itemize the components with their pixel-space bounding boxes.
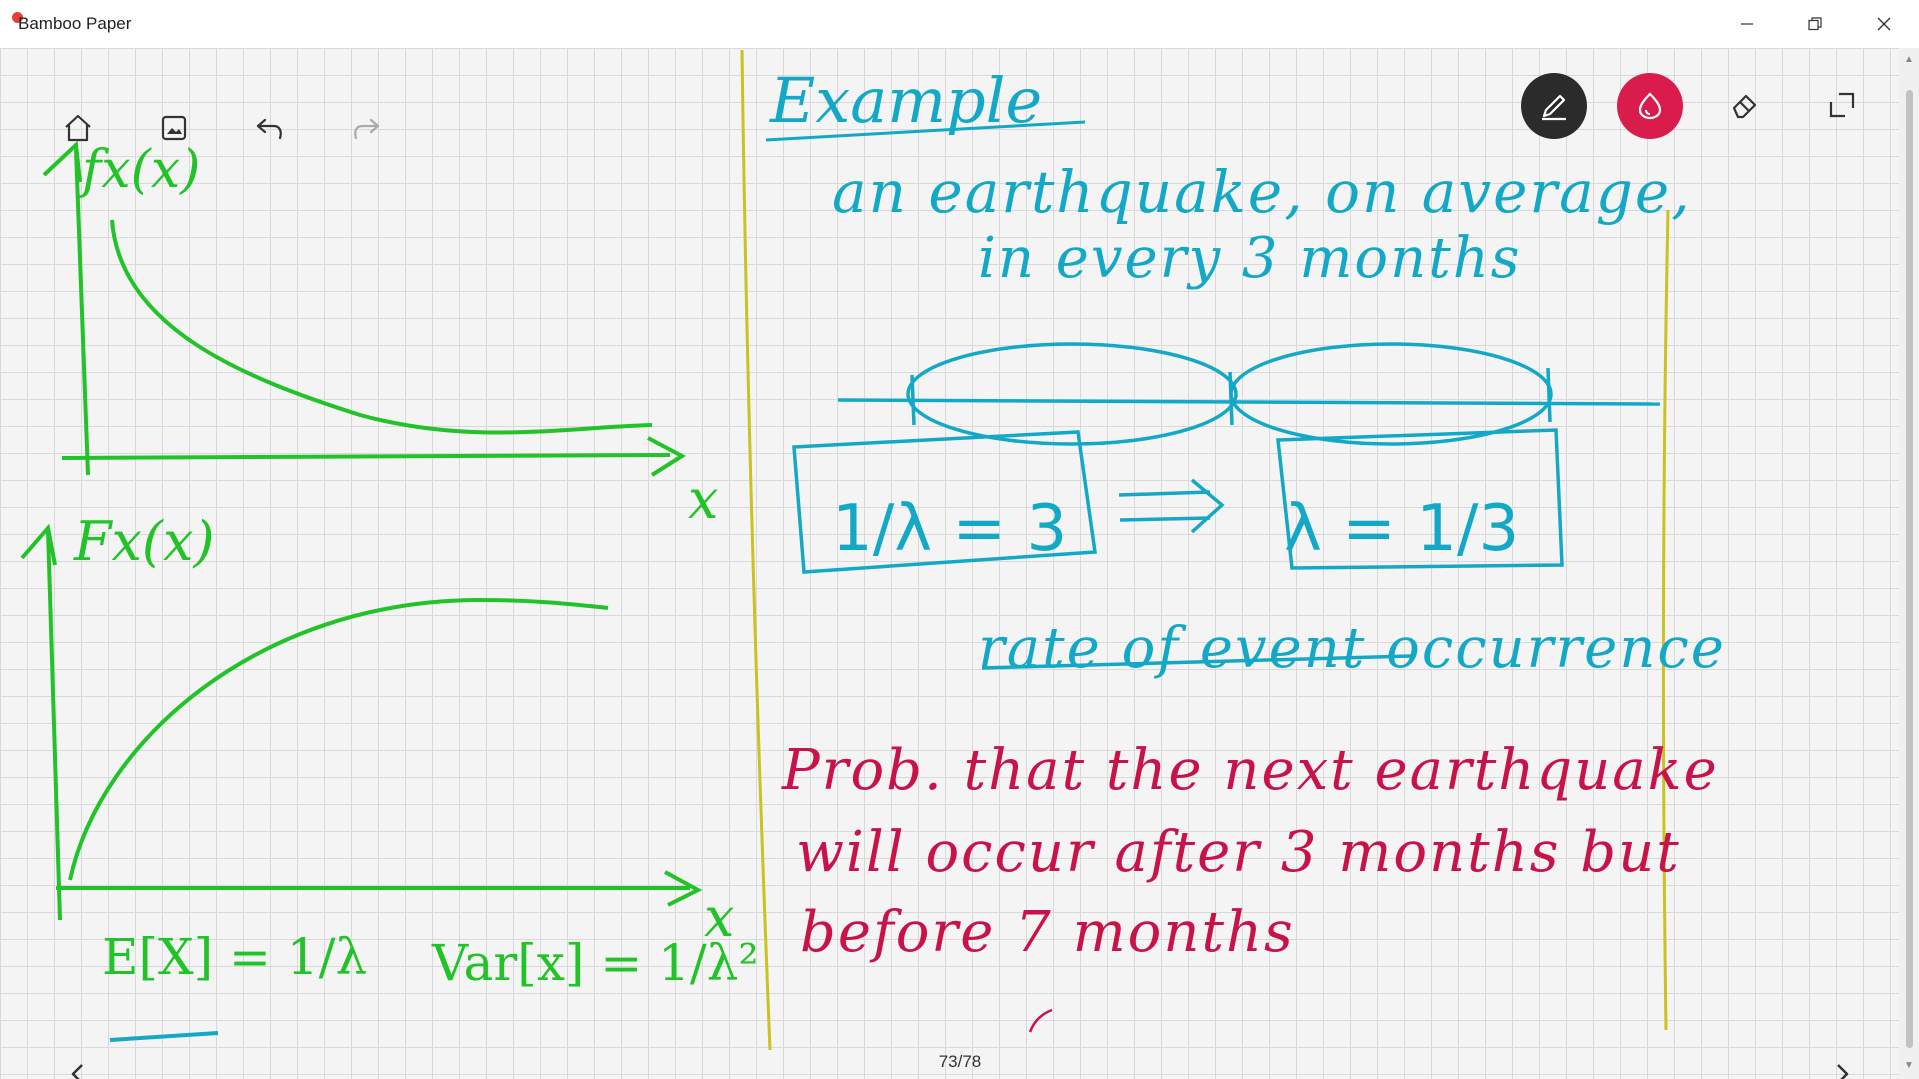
home-button[interactable] [54,104,102,152]
app-icon [12,12,23,23]
vertical-scrollbar[interactable]: ▲ ▼ [1899,48,1919,1079]
variance-formula: Var[x] = 1/λ² [432,934,759,992]
eraser-button[interactable] [1721,81,1769,129]
heading-underline [765,120,1086,142]
window-title: Bamboo Paper [18,14,132,33]
fullscreen-button[interactable] [1818,81,1866,129]
restore-icon [1808,17,1822,31]
scroll-down-icon[interactable]: ▼ [1904,1060,1914,1071]
minimize-icon [1741,23,1753,25]
minimize-button[interactable] [1713,0,1781,48]
prob-line-2: will occur after 3 months but [796,820,1681,885]
next-page-button[interactable] [1822,1054,1862,1079]
formula-boxes [792,428,1564,574]
page-counter: 73/78 [938,1052,982,1071]
page-divider-right [1661,209,1670,1031]
example-line-1: an earthquake, on average, [832,158,1692,226]
undo-arrow-icon [256,118,282,140]
page-divider-left [740,49,772,1051]
timeline-diagram [837,342,1661,446]
pen-tool-button[interactable] [1521,73,1587,139]
image-icon [161,115,187,141]
chevron-right-icon [1837,1064,1849,1079]
example-line-2: in every 3 months [978,226,1522,291]
ink-drop-icon [1638,92,1662,120]
pdf-label: fx(x) [82,140,201,200]
scroll-thumb[interactable] [1906,90,1913,1048]
cdf-axis-label: x [704,886,735,949]
scroll-up-icon[interactable]: ▲ [1904,54,1914,65]
close-icon [1877,17,1891,31]
eraser-icon [1732,94,1757,119]
box-left-formula: 1/λ = 3 [832,492,1068,566]
redo-button[interactable] [342,104,390,152]
home-icon [65,114,91,142]
expand-icon [1829,92,1855,118]
stray-mark [1028,1008,1053,1033]
rate-underline [981,654,1413,670]
pdf-axis-label: x [688,468,719,531]
prob-line-3: before 7 months [800,900,1295,965]
redo-arrow-icon [354,118,380,140]
chevron-left-icon [71,1064,83,1079]
close-button[interactable] [1850,0,1918,48]
cdf-label: Fx(x) [74,510,215,573]
cdf-graph [20,523,703,921]
box-right-formula: λ = 1/3 [1284,492,1520,566]
pen-icon [1542,94,1566,121]
rate-label: rate of event occurrence [978,616,1726,681]
restore-button[interactable] [1781,0,1849,48]
previous-page-button[interactable] [58,1054,98,1079]
pdf-graph [42,140,686,477]
note-canvas[interactable]: fx(x) x Fx(x) x E[X] = 1/λ Var[x] = 1/λ²… [0,48,1899,1079]
title-bar: Bamboo Paper [0,0,1919,48]
insert-image-button[interactable] [150,104,198,152]
example-heading: Example [770,64,1043,137]
formula-underline [109,1031,219,1042]
ink-layer [20,49,1670,1051]
expectation-formula: E[X] = 1/λ [102,928,368,986]
undo-button[interactable] [246,104,294,152]
ink-color-button[interactable] [1617,73,1683,139]
prob-line-1: Prob. that the next earthquake [782,738,1719,803]
